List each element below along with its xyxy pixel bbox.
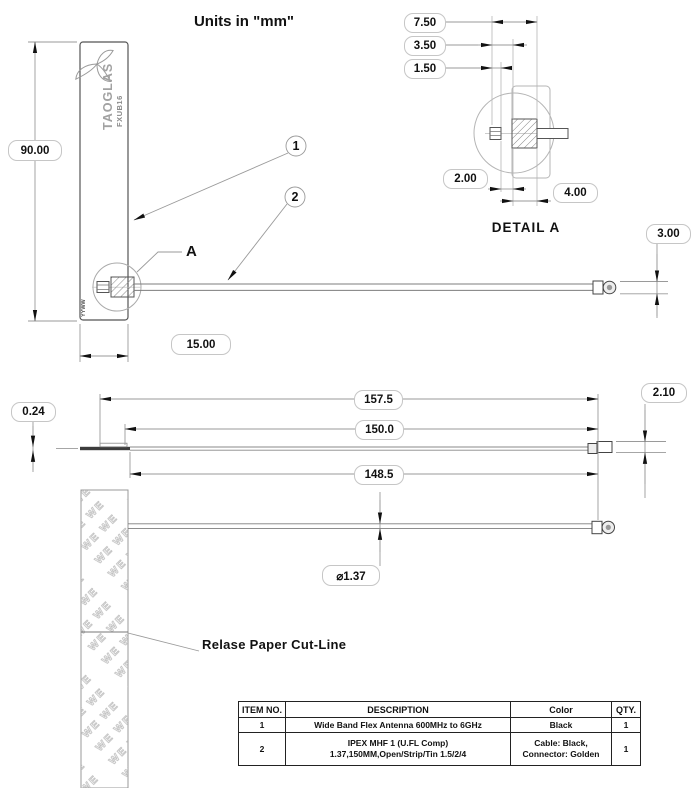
color-line-2: Connector: Golden	[522, 749, 600, 759]
dim-label-board-height: 90.00	[8, 140, 62, 161]
bom-cell-item: 1	[238, 717, 286, 733]
callout-1-number: 1	[292, 138, 300, 153]
bom-cell-color: Cable: Black, Connector: Golden	[510, 732, 612, 766]
dim-label-thickness: 0.24	[11, 402, 56, 422]
dim-024	[30, 421, 78, 472]
bom-row-2: 2 IPEX MHF 1 (U.FL Comp) 1.37,150MM,Open…	[238, 732, 641, 766]
antenna-board-front-view	[75, 41, 129, 321]
dim-90	[28, 41, 77, 322]
detail-a-source-circle	[92, 251, 182, 312]
dim-label-inner-length: 148.5	[354, 465, 404, 485]
bom-cell-item: 2	[238, 732, 286, 766]
taoglas-logo-icon	[75, 49, 114, 82]
bom-cell-color: Black	[510, 717, 612, 733]
dim-label-cable-length: 150.0	[355, 420, 404, 440]
bom-header-description: DESCRIPTION	[285, 701, 511, 718]
dim-label-cable-diameter: ⌀1.37	[322, 565, 380, 586]
bom-header-item: ITEM NO.	[238, 701, 286, 718]
callout-leaders	[133, 135, 307, 281]
dim-lengths	[99, 394, 599, 520]
bom-cell-qty: 1	[611, 717, 641, 733]
color-line-1: Cable: Black,	[534, 738, 588, 749]
bom-cell-qty: 1	[611, 732, 641, 766]
dim-3	[620, 244, 668, 318]
dim-label-board-width: 15.00	[171, 334, 231, 355]
page-title: Units in "mm"	[193, 13, 295, 30]
cut-line-label: Relase Paper Cut-Line	[202, 637, 347, 652]
description-line-2: 1.37,150MM,Open/Strip/Tin 1.5/2/4	[329, 749, 467, 759]
bom-row-1: 1 Wide Band Flex Antenna 600MHz to 6GHz …	[238, 717, 641, 733]
board-model-text: FXUB16	[115, 95, 124, 127]
dim-label-connector-height: 2.10	[641, 383, 687, 403]
detail-a-reference-label: A	[186, 243, 197, 260]
cable-top-view	[134, 283, 593, 291]
bom-header-row: ITEM NO. DESCRIPTION Color QTY.	[238, 701, 641, 718]
dim-label-750: 7.50	[404, 13, 446, 33]
dim-label-200: 2.00	[443, 169, 488, 189]
description-line-1: IPEX MHF 1 (U.FL Comp)	[347, 738, 449, 749]
bom-table: ITEM NO. DESCRIPTION Color QTY. 1 Wide B…	[238, 701, 641, 766]
bom-cell-description: Wide Band Flex Antenna 600MHz to 6GHz	[285, 717, 511, 733]
dim-label-400: 4.00	[553, 183, 598, 203]
dim-label-150: 1.50	[404, 59, 446, 79]
dim-210	[616, 404, 666, 498]
cable-lower-view	[128, 520, 615, 535]
dim-label-connector-width: 3.00	[646, 224, 691, 244]
bom-header-qty: QTY.	[611, 701, 641, 718]
dim-label-350: 3.50	[404, 36, 446, 56]
detail-a-title: DETAIL A	[491, 220, 561, 235]
callout-2-number: 2	[291, 189, 299, 204]
board-datecode-text: YYWW	[81, 299, 87, 318]
bom-header-color: Color	[510, 701, 612, 718]
detail-a-view	[445, 16, 569, 206]
dim-label-total-length: 157.5	[354, 390, 403, 410]
assembly-side-view	[80, 441, 613, 454]
dim-15	[79, 324, 129, 362]
bom-cell-description: IPEX MHF 1 (U.FL Comp) 1.37,150MM,Open/S…	[285, 732, 511, 766]
release-paper-strip	[80, 489, 200, 788]
ipex-connector-top-right	[592, 280, 617, 295]
